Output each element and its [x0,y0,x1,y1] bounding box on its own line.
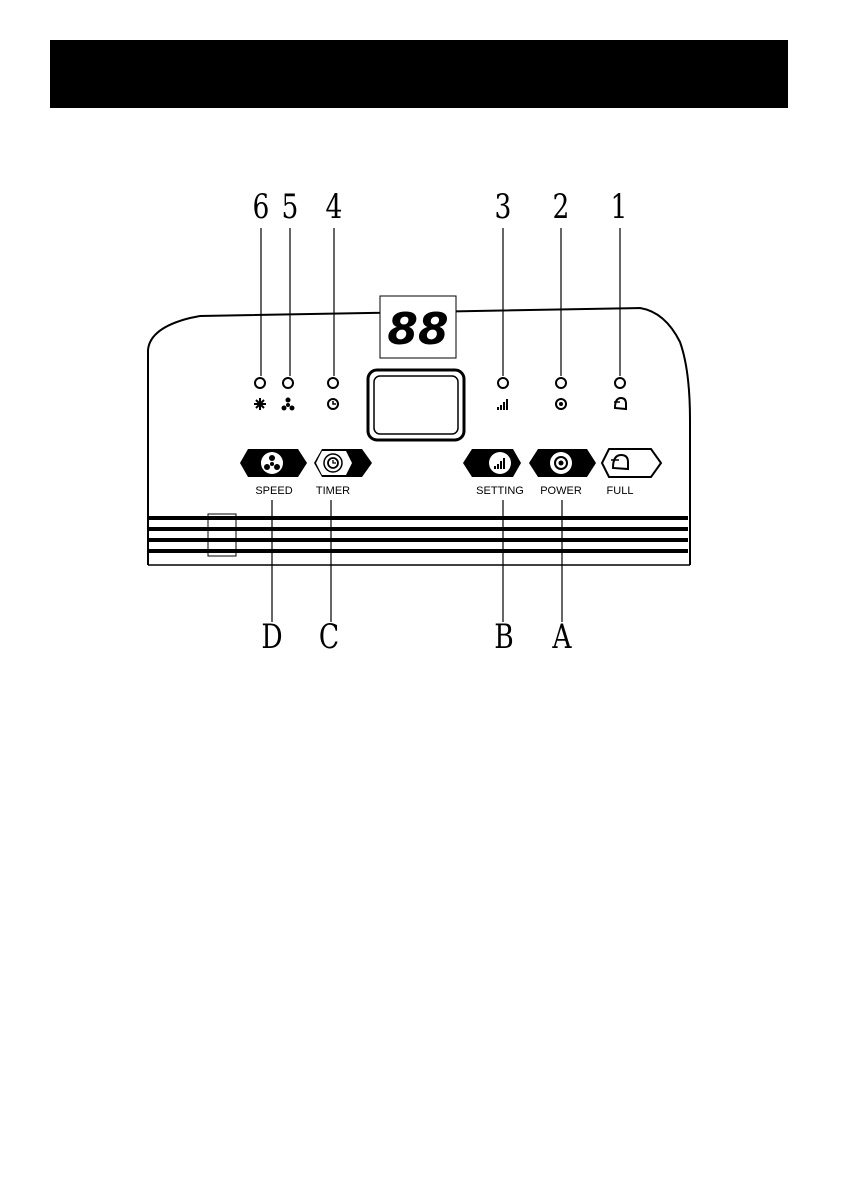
led-6 [255,378,265,388]
led-display: 88 [380,296,456,358]
full-label: FULL [585,485,655,497]
led-1 [615,378,625,388]
timer-button[interactable] [314,449,372,477]
setting-bars-icon [497,399,508,410]
timer-label: TIMER [298,485,368,497]
snowflake-icon [254,398,266,410]
led-2 [556,378,566,388]
display-digits: 88 [387,304,448,355]
speed-button[interactable] [240,449,307,477]
power-button[interactable] [529,449,596,477]
led-3 [498,378,508,388]
full-button[interactable] [602,449,661,477]
fan-icon [282,398,295,411]
full-tank-icon [614,398,626,409]
setting-button[interactable] [463,449,521,477]
center-window [368,370,464,440]
led-5 [283,378,293,388]
setting-label: SETTING [465,485,535,497]
vent-grille [148,514,688,556]
power-icon [556,399,566,409]
led-4 [328,378,338,388]
timer-icon [328,399,338,409]
